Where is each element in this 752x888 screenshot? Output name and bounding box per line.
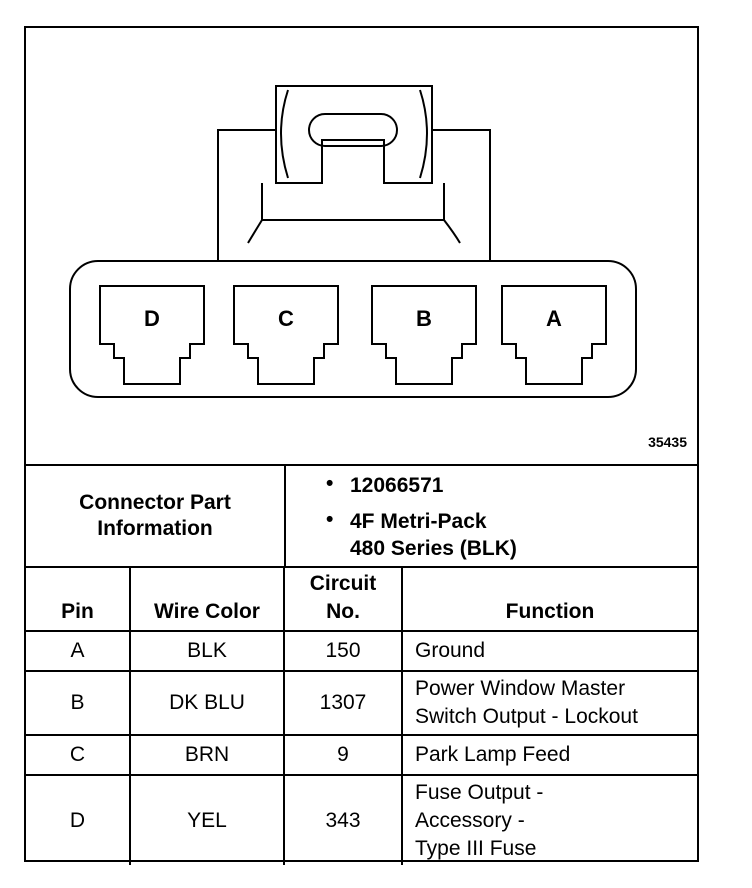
header-wire-color: Wire Color [129,566,285,632]
pin-cell: B [26,670,131,736]
connector-series-line: 480 Series (BLK) [350,537,517,560]
part-info-values: • 12066571 • 4F Metri-Pack 480 Series (B… [286,466,697,566]
pin-cell: C [26,734,131,776]
connector-latch [275,85,433,184]
function-cell: Park Lamp Feed [401,734,697,776]
cavity-label: B [416,306,432,331]
circuit-cell: 343 [283,774,403,865]
wire-color-cell: BRN [129,734,285,776]
function-cell: Ground [401,630,697,672]
function-cell: Fuse Output - Accessory - Type III Fuse [401,774,697,865]
function-line: Type III Fuse [415,836,537,860]
cavity-label: C [278,306,294,331]
connector-series-line: 4F Metri-Pack [350,510,487,533]
wire-color-cell: YEL [129,774,285,865]
function-line: Fuse Output - [415,780,544,804]
header-pin: Pin [26,566,131,632]
figure-number: 35435 [648,434,687,450]
terminal-cavity-a [501,285,607,385]
terminal-cavity-b [371,285,477,385]
bullet-icon: • [326,508,334,531]
part-info-label-line: Connector Part [79,491,231,514]
header-circuit-line: Circuit [309,572,377,595]
circuit-cell: 1307 [283,670,403,736]
circuit-cell: 150 [283,630,403,672]
bullet-icon: • [326,472,334,495]
connector-upper-body [217,129,491,261]
header-function: Function [401,566,697,632]
header-circuit-line: No. [326,600,360,623]
function-line: Power Window Master [415,677,626,700]
header-circuit-no: Circuit No. [283,566,403,632]
part-info-label: Connector Part Information [26,466,286,566]
cavity-label: D [144,306,160,331]
terminal-cavity-d [99,285,205,385]
terminal-cavity-c [233,285,339,385]
connector-part-information: Connector Part Information • 12066571 • … [26,464,697,566]
pin-cell: D [26,774,131,865]
circuit-cell: 9 [283,734,403,776]
function-line: Accessory - [415,808,525,832]
pin-cell: A [26,630,131,672]
wire-color-cell: BLK [129,630,285,672]
pinout-header-row: Pin Wire Color Circuit No. Function [26,566,697,632]
function-line: Switch Output - Lockout [415,705,638,728]
wire-color-cell: DK BLU [129,670,285,736]
function-line: Park Lamp Feed [415,743,571,766]
part-number: 12066571 [350,474,444,497]
part-info-label-line: Information [97,517,213,540]
connector-housing [69,260,637,398]
function-line: Ground [415,639,486,662]
cavity-label: A [546,306,562,331]
